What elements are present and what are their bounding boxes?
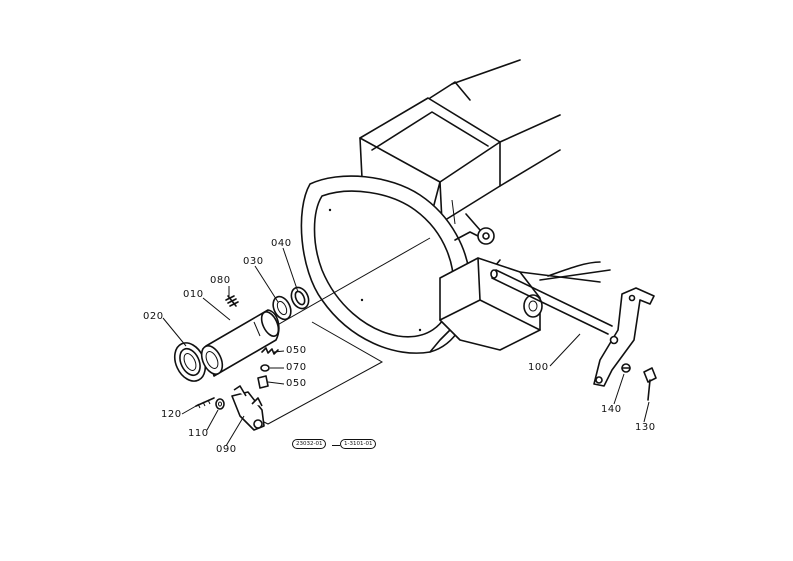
label-020: 020: [143, 311, 164, 322]
label-050-upper: 050: [286, 345, 307, 356]
label-100: 100: [528, 362, 549, 373]
label-050-lower: 050: [286, 378, 307, 389]
part-080-screw: [225, 295, 239, 307]
engine-block: [359, 59, 561, 225]
label-140: 140: [601, 404, 622, 415]
part-040-bearing: [290, 286, 310, 310]
label-080: 080: [210, 275, 231, 286]
label-040: 040: [271, 238, 292, 249]
label-030: 030: [243, 256, 264, 267]
label-110: 110: [188, 428, 209, 439]
label-090: 090: [216, 444, 237, 455]
label-120: 120: [161, 409, 182, 420]
part-050-nut: [257, 375, 269, 389]
part-070-washer: [260, 364, 270, 372]
leader-lines: [162, 247, 650, 447]
shaft-100: [490, 269, 613, 335]
reference-connector: [332, 445, 340, 446]
label-070: 070: [286, 362, 307, 373]
part-030-bearing: [272, 295, 292, 321]
transmission-case: [439, 257, 611, 351]
part-110-washer: [215, 398, 225, 410]
nut-140: [621, 363, 631, 373]
label-130: 130: [635, 422, 656, 433]
part-020-seal: [173, 342, 207, 382]
reference-tag-1: 23032-01: [292, 439, 327, 449]
bolt-130: [643, 367, 657, 401]
part-050-spring: [261, 347, 279, 355]
lever-arm: [593, 287, 655, 387]
part-120-pin: [195, 397, 215, 409]
reference-tag-2: 1-3101-01: [340, 439, 377, 449]
part-090-fork: [231, 385, 265, 431]
part-010-sleeve: [200, 309, 280, 377]
label-010: 010: [183, 289, 204, 300]
clutch-housing: [300, 175, 501, 354]
